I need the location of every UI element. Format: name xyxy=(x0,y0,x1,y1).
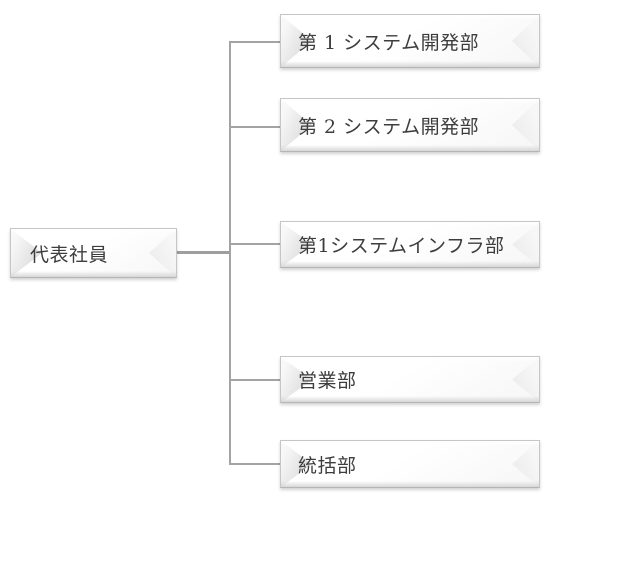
org-node-dept-3[interactable]: 第1システムインフラ部 xyxy=(280,221,540,268)
bevel-top-decoration xyxy=(281,441,539,446)
bevel-bottom-decoration xyxy=(281,481,539,487)
bevel-bottom-decoration xyxy=(281,61,539,67)
connector-branch-dept-3 xyxy=(231,243,280,245)
connector-branch-dept-4 xyxy=(231,379,280,381)
org-node-dept-2[interactable]: 第 2 システム開発部 xyxy=(280,98,540,152)
bevel-bottom-decoration xyxy=(281,145,539,151)
bevel-top-decoration xyxy=(281,99,539,104)
bevel-bottom-decoration xyxy=(281,396,539,402)
org-node-label: 代表社員 xyxy=(30,243,109,266)
bevel-bottom-decoration xyxy=(281,261,539,267)
org-node-label: 第 1 システム開発部 xyxy=(298,31,480,54)
bevel-right-decoration xyxy=(512,99,539,151)
org-node-dept-4[interactable]: 営業部 xyxy=(280,356,540,403)
connector-branch-dept-2 xyxy=(231,126,280,128)
connector-branch-dept-1 xyxy=(231,41,280,43)
connector-branch-dept-5 xyxy=(231,463,280,465)
org-node-label: 第 2 システム開発部 xyxy=(298,115,480,138)
bevel-right-decoration xyxy=(512,15,539,67)
connector-root-to-trunk xyxy=(177,251,231,254)
org-node-label: 第1システムインフラ部 xyxy=(298,235,505,257)
bevel-bottom-decoration xyxy=(11,271,176,277)
bevel-right-decoration xyxy=(149,229,176,277)
org-node-dept-1[interactable]: 第 1 システム開発部 xyxy=(280,14,540,68)
connector-trunk xyxy=(229,41,231,465)
org-node-label: 営業部 xyxy=(298,370,357,392)
org-node-dept-5[interactable]: 統括部 xyxy=(280,440,540,488)
bevel-top-decoration xyxy=(281,357,539,362)
bevel-top-decoration xyxy=(281,15,539,20)
org-node-label: 統括部 xyxy=(298,454,357,477)
bevel-top-decoration xyxy=(11,229,176,234)
bevel-top-decoration xyxy=(281,222,539,227)
org-node-root[interactable]: 代表社員 xyxy=(10,228,177,278)
